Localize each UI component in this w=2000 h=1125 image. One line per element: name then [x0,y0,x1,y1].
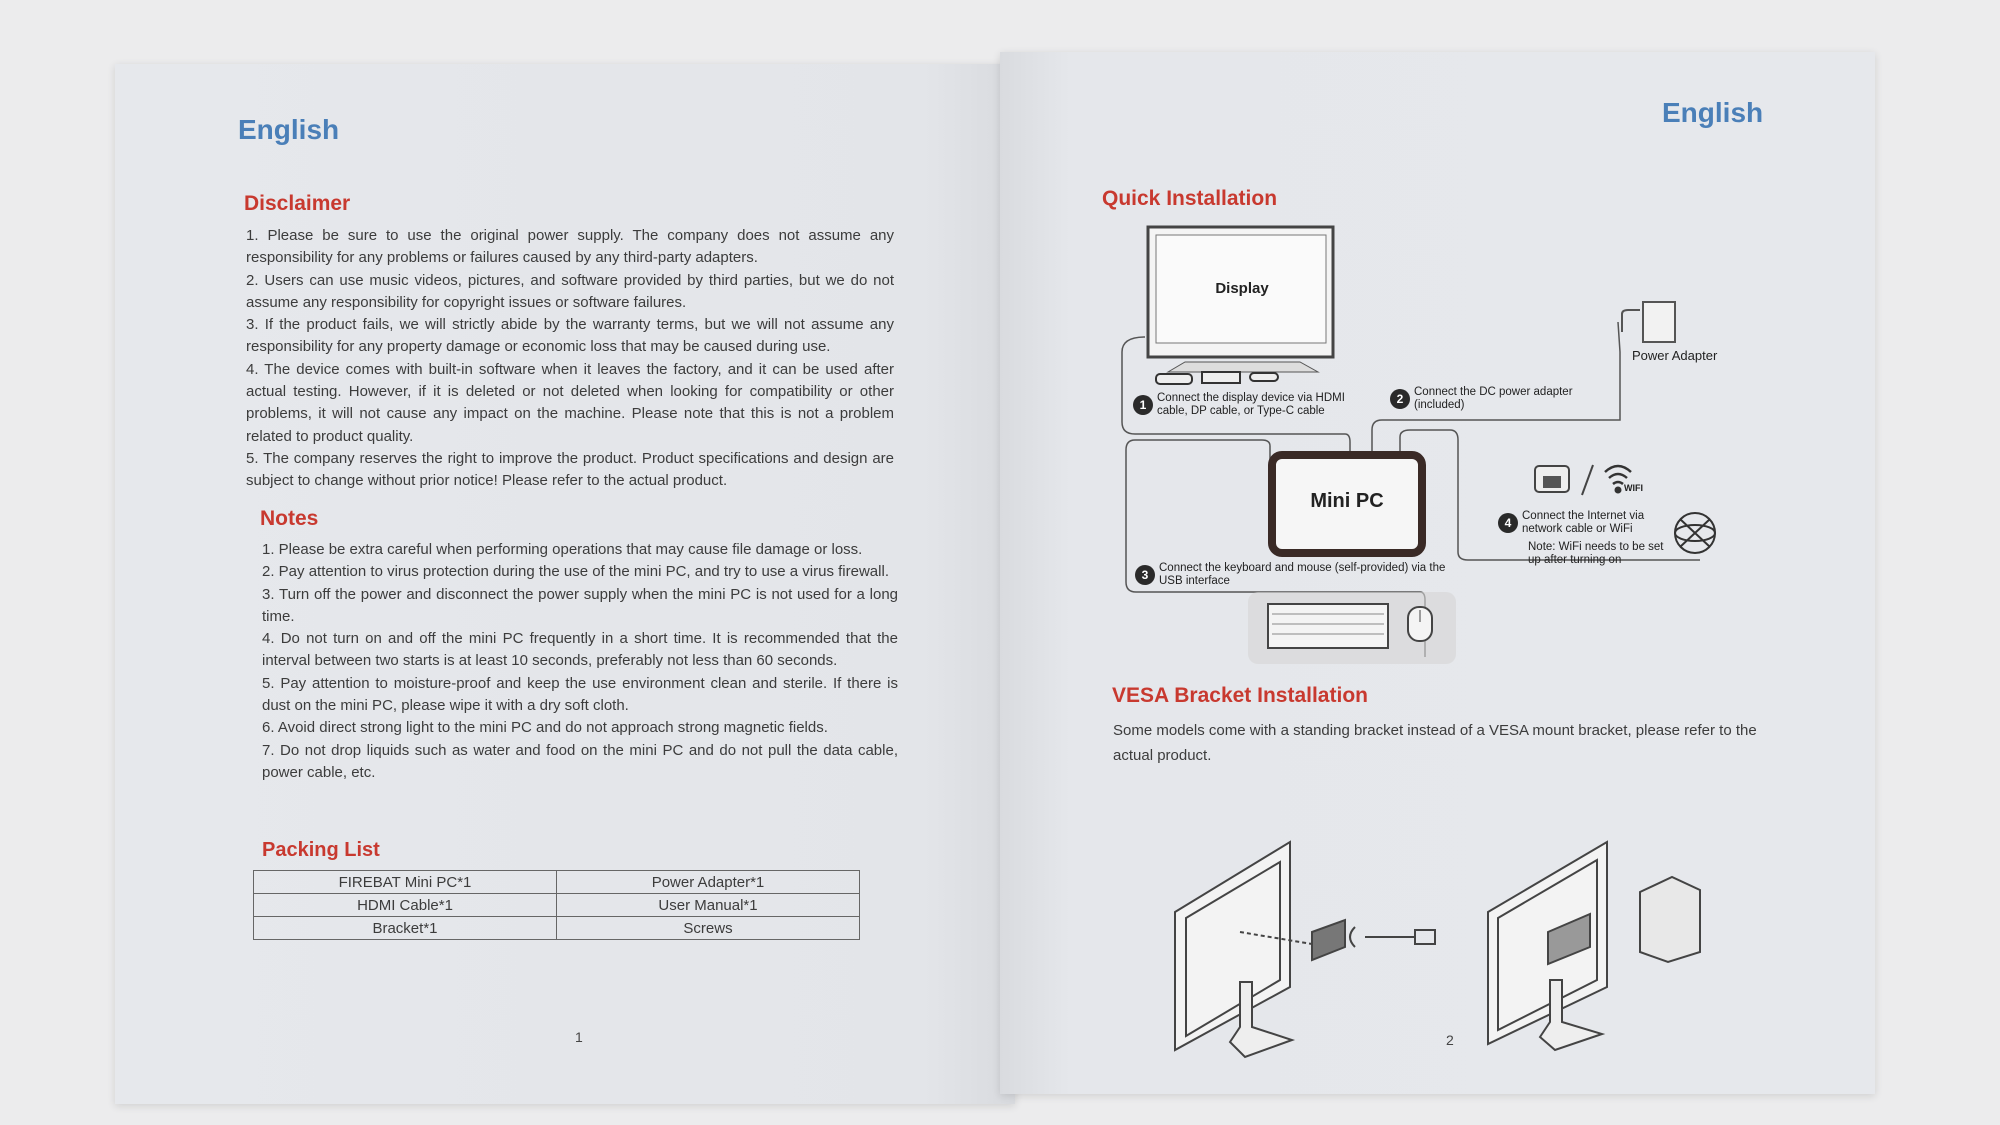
globe-icon [1674,512,1716,554]
vesa-illustration-minipc [1487,840,1701,1052]
disclaimer-item: 4. The device comes with built-in softwa… [246,360,894,445]
mini-pc-label: Mini PC [1310,490,1384,512]
disclaimer-item: 1. Please be sure to use the original po… [246,227,894,267]
disclaimer-item: 2. Users can use music videos, pictures,… [246,271,894,311]
table-cell: Screws [556,916,860,940]
note-item: 4. Do not turn on and off the mini PC fr… [262,630,898,670]
table-cell: FIREBAT Mini PC*1 [253,870,557,894]
vesa-heading: VESA Bracket Installation [1112,684,1368,707]
step-text: Connect the display device via HDMI cabl… [1157,392,1345,417]
packing-list-heading: Packing List [262,839,380,861]
step-text: Connect the Internet via network cable o… [1522,510,1645,535]
table-cell: Bracket*1 [253,916,557,940]
notes-heading: Notes [260,507,319,530]
disclaimer-heading: Disclaimer [244,192,351,215]
table-cell: Power Adapter*1 [556,870,860,894]
note-item: 6. Avoid direct strong light to the mini… [262,719,828,737]
page-number: 1 [575,1029,583,1045]
step-number-badge: 3 [1135,565,1155,585]
note-item: 1. Please be extra careful when performi… [262,541,863,558]
language-label: English [1662,97,1764,128]
note-item: 3. Turn off the power and disconnect the… [262,585,898,625]
disclaimer-item: 5. The company reserves the right to imp… [246,449,894,490]
language-label: English [238,114,340,145]
step-number-badge: 4 [1498,513,1518,533]
note-item: 7. Do not drop liquids such as water and… [262,741,898,781]
step-2: 2 Connect the DC power adapter (included… [1390,386,1584,412]
disclaimer-list: 1. Please be sure to use the original po… [246,225,894,493]
step-number-badge: 1 [1133,395,1153,415]
mini-pc-box [1268,451,1426,557]
keyboard-mouse-illustration [1248,592,1456,664]
vesa-text: Some models come with a standing bracket… [1113,722,1757,764]
left-page: English Disclaimer 1. Please be sure to … [115,64,1015,1104]
power-adapter-label: Power Adapter [1632,348,1718,363]
page-number: 2 [1446,1032,1454,1048]
step-1: 1 Connect the display device via HDMI ca… [1133,392,1367,418]
step-text: Connect the keyboard and mouse (self-pro… [1159,562,1446,587]
note-item: 2. Pay attention to virus protection dur… [262,563,889,581]
table-cell: HDMI Cable*1 [253,893,557,917]
step-text: Connect the DC power adapter (included) [1414,386,1573,411]
display-label: Display [1215,280,1269,297]
network-icons [1534,464,1632,496]
connection-diagram-lines [1121,225,1716,1059]
power-adapter-icon [1621,301,1676,343]
note-item: 5. Pay attention to moisture-proof and k… [262,674,898,715]
wifi-label: WIFI [1624,483,1643,493]
notes-list: 1. Please be extra careful when performi… [262,539,898,784]
vesa-illustration-mount [1174,840,1436,1059]
display-monitor-illustration [1146,225,1335,385]
step-number-badge: 2 [1390,389,1410,409]
quick-installation-heading: Quick Installation [1102,187,1278,210]
step-3: 3 Connect the keyboard and mouse (self-p… [1135,562,1469,588]
wifi-note: Note: WiFi needs to be set up after turn… [1528,541,1664,566]
table-cell: User Manual*1 [556,893,860,917]
step-4: 4 Connect the Internet via network cable… [1498,510,1662,536]
right-page: English Quick Installation [1000,52,1875,1094]
disclaimer-item: 3. If the product fails, we will strictl… [246,316,894,356]
